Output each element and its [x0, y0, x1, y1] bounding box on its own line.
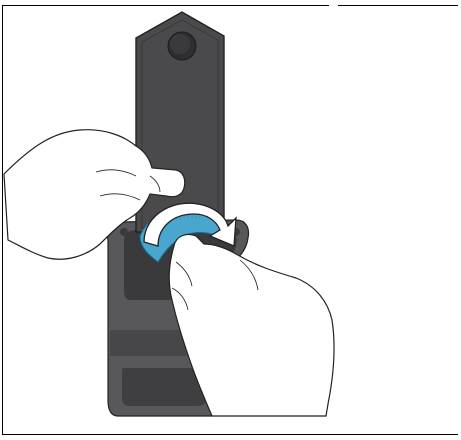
mount-bottom-slot [122, 368, 206, 406]
strap [136, 12, 224, 232]
strap-hole-highlight [170, 34, 190, 54]
mount-screw-left [120, 228, 128, 236]
